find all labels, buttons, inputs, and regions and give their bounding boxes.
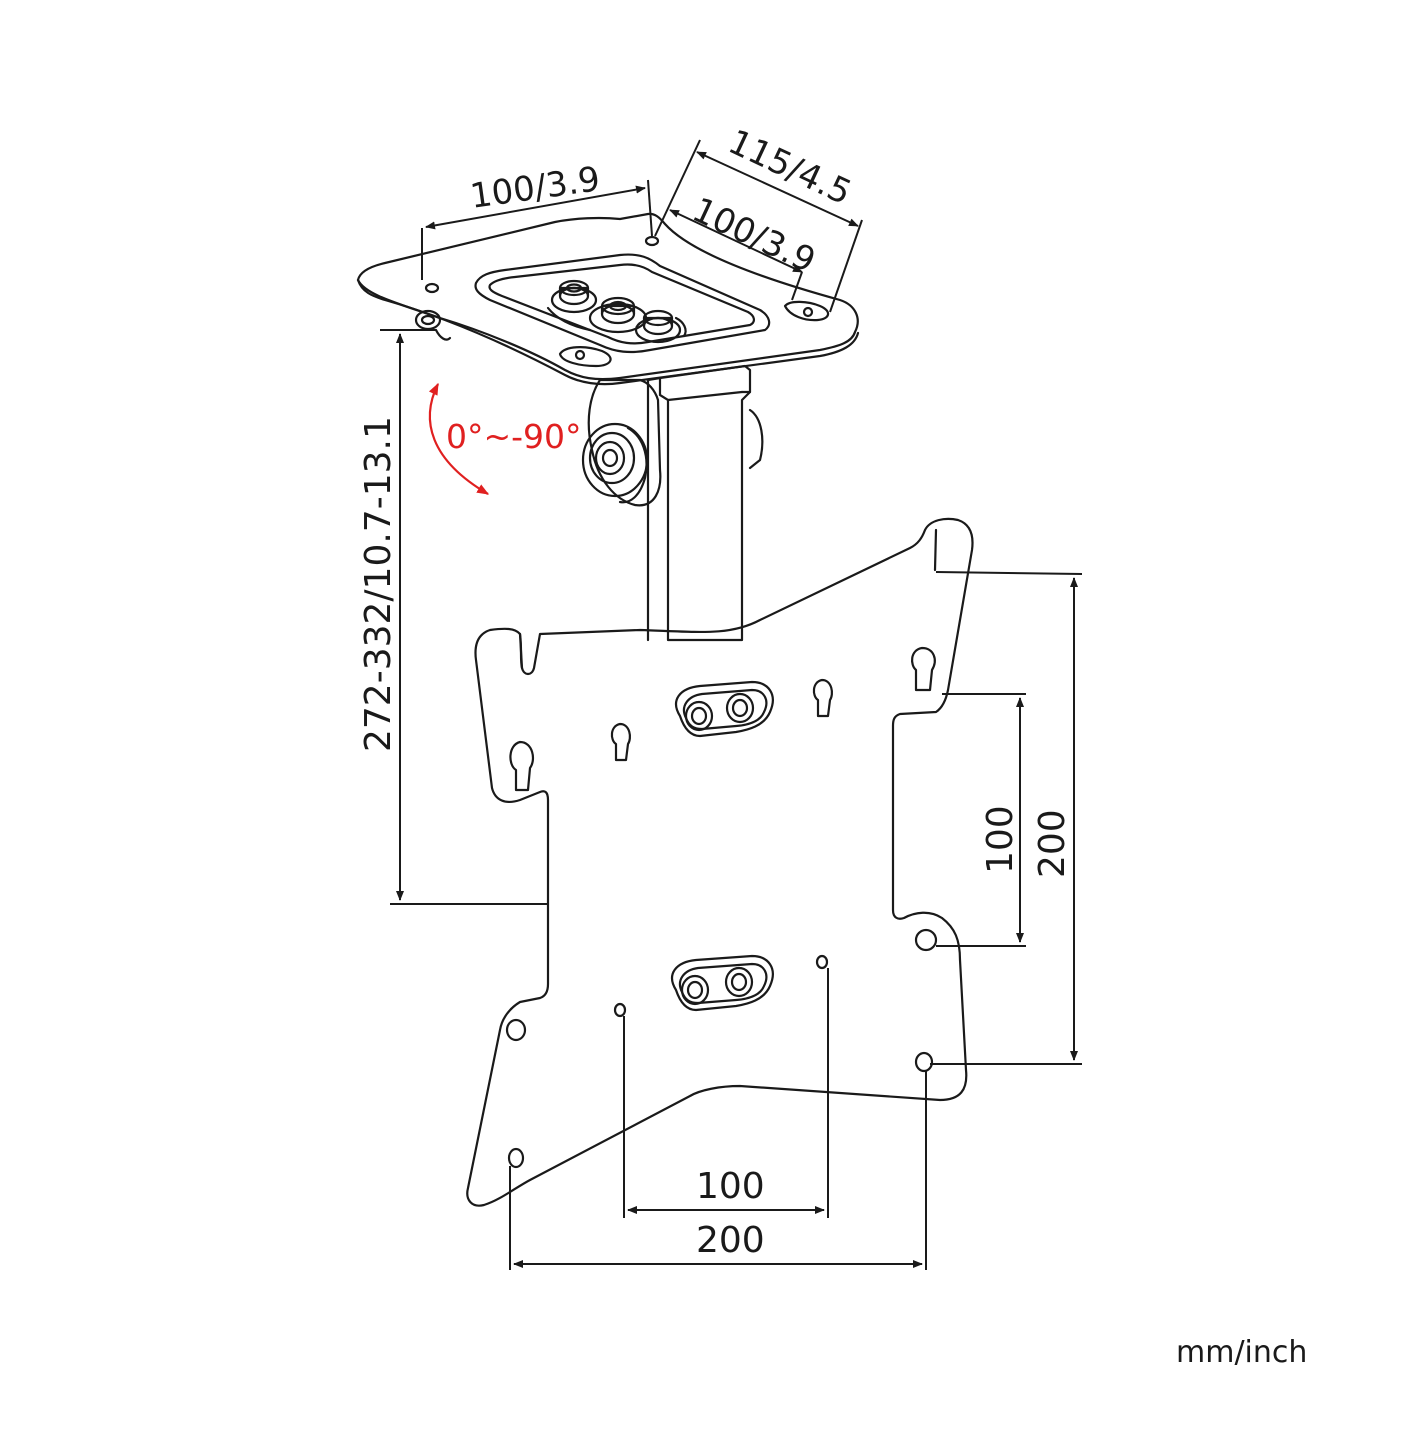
label-vesa-v-small: 100: [980, 805, 1021, 874]
tilt-knob: [581, 422, 649, 504]
keyhole-left: [509, 740, 535, 792]
tilt-arc: [428, 382, 490, 495]
vesa-plate: [466, 517, 974, 1207]
label-units: mm/inch: [1176, 1335, 1307, 1370]
label-top-depth-outer: 115/4.5: [722, 122, 857, 213]
lower-slot-nuts: [671, 954, 774, 1012]
label-top-depth-inner: 100/3.9: [686, 190, 821, 281]
ceiling-plate: [356, 212, 860, 386]
keyhole-mid-right: [812, 678, 833, 718]
label-vesa-h-small: 100: [696, 1166, 765, 1207]
dim-top-width: [421, 179, 653, 280]
keyhole-top-right: [910, 646, 936, 692]
dim-horizontal-200: [509, 1070, 927, 1270]
label-height-range: 272-332/10.7-13.1: [358, 416, 399, 752]
dim-height: [380, 329, 548, 905]
support-pole: [587, 364, 764, 642]
label-tilt-range: 0°~-90°: [446, 417, 582, 456]
dim-vertical-200: [930, 571, 1083, 1065]
dim-top-depth-inner: [669, 209, 803, 301]
keyhole-mid-left: [610, 722, 631, 762]
upper-slot-nuts: [675, 680, 774, 738]
dim-horizontal-100: [623, 968, 829, 1218]
dim-top-depth-outer: [654, 139, 863, 313]
label-vesa-v-large: 200: [1032, 809, 1073, 878]
label-vesa-h-large: 200: [696, 1220, 765, 1261]
dim-vertical-100: [936, 693, 1026, 947]
